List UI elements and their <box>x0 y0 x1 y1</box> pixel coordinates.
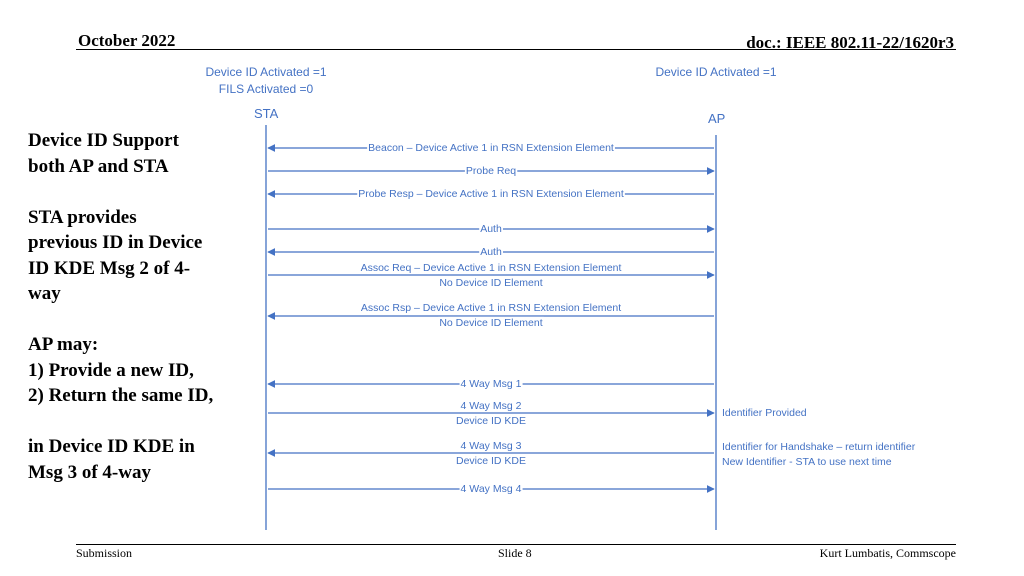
sta-config-line: FILS Activated =0 <box>218 82 314 96</box>
header-doc-id: doc.: IEEE 802.11-22/1620r3 <box>746 33 954 52</box>
footer-slide-number: Slide 8 <box>498 546 532 560</box>
footer-submission: Submission <box>76 546 133 560</box>
footer-rule <box>76 544 956 545</box>
desc-line: Msg 3 of 4-way <box>28 461 151 483</box>
ap-config-line: Device ID Activated =1 <box>655 65 777 79</box>
footer-author: Kurt Lumbatis, Commscope <box>819 546 956 560</box>
message-label-background <box>464 164 518 177</box>
message-label-background <box>459 377 523 390</box>
desc-line: both AP and STA <box>28 155 169 177</box>
message-label-background <box>367 141 615 154</box>
message-note: Identifier Provided <box>722 407 807 419</box>
message-label-background <box>359 301 623 314</box>
message-label: Beacon – Device Active 1 in RSN Extensio… <box>368 142 614 154</box>
desc-line: STA provides <box>28 206 137 228</box>
desc-line: way <box>28 283 61 304</box>
message-label: 4 Way Msg 4 <box>461 483 522 495</box>
message-label-background <box>479 222 503 235</box>
header-rule <box>76 49 956 50</box>
message-label: Auth <box>480 246 502 258</box>
message-label-background <box>438 316 544 329</box>
message-label: 4 Way Msg 2 <box>461 400 522 412</box>
desc-line: previous ID in Device <box>28 232 203 253</box>
sta-config-line: Device ID Activated =1 <box>205 65 327 79</box>
message-label: Assoc Req – Device Active 1 in RSN Exten… <box>361 262 622 274</box>
desc-line: ID KDE Msg 2 of 4- <box>28 257 191 279</box>
desc-line: AP may: <box>28 334 99 355</box>
message-label: Probe Resp – Device Active 1 in RSN Exte… <box>358 188 624 200</box>
ap-node-label: AP <box>708 111 726 126</box>
message-label-background <box>459 482 523 495</box>
sta-node-label: STA <box>254 106 279 121</box>
message-label: Device ID KDE <box>456 455 526 467</box>
message-label-background <box>454 414 528 427</box>
message-label: Auth <box>480 223 502 235</box>
desc-line: 2) Return the same ID, <box>28 385 214 406</box>
header-date: October 2022 <box>78 31 176 50</box>
desc-line: in Device ID KDE in <box>28 436 195 457</box>
message-label: 4 Way Msg 1 <box>461 378 522 390</box>
message-label-background <box>459 399 523 412</box>
message-label-background <box>459 439 523 452</box>
message-label: Assoc Rsp – Device Active 1 in RSN Exten… <box>361 302 621 314</box>
desc-line: 1) Provide a new ID, <box>28 359 194 381</box>
message-label: No Device ID Element <box>439 277 542 289</box>
message-label-background <box>357 187 625 200</box>
message-note: New Identifier - STA to use next time <box>722 456 892 468</box>
message-note: Identifier for Handshake – return identi… <box>722 441 916 453</box>
message-label: 4 Way Msg 3 <box>461 440 522 452</box>
left-description: Device ID Support both AP and STA STA pr… <box>28 128 258 485</box>
message-label: No Device ID Element <box>439 317 542 329</box>
message-label-background <box>479 245 503 258</box>
message-label-background <box>454 454 528 467</box>
message-label-background <box>359 261 623 274</box>
message-label-background <box>438 276 544 289</box>
message-label: Probe Req <box>466 165 516 177</box>
message-label: Device ID KDE <box>456 415 526 427</box>
desc-line: Device ID Support <box>28 130 179 151</box>
